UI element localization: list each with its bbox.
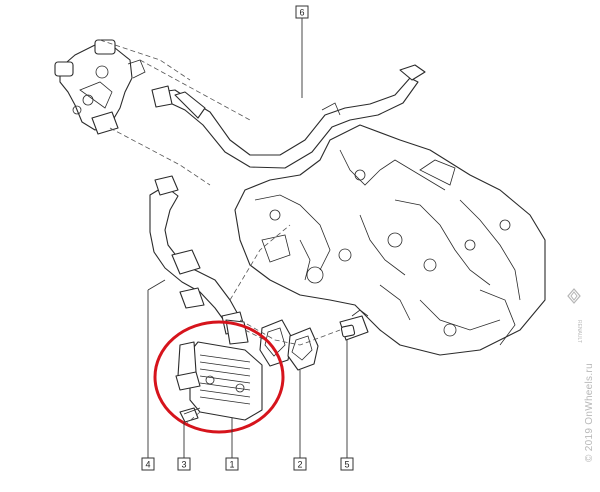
watermark: © 2019 OnWheels.ru [584,363,595,462]
callout-2: 2 [293,457,307,471]
callout-4: 4 [141,457,155,471]
callout-3: 3 [177,457,191,471]
thermostat-housing [54,39,146,135]
callout-1: 1 [225,457,239,471]
lower-hose [149,175,246,335]
oil-pressure-sensor [339,309,369,341]
upper-hose [151,64,426,169]
svg-text:3: 3 [181,460,186,470]
svg-text:4: 4 [145,460,150,470]
bolt [179,407,201,423]
highlight-circle [153,320,285,434]
callout-5: 5 [340,457,354,471]
brand-text: RENAULT [576,320,582,343]
leader-lines [147,18,348,458]
assembly-guides [99,39,341,426]
gasket-set [259,319,319,371]
engine-block [234,124,546,356]
svg-text:5: 5 [344,460,349,470]
oil-cooler [175,319,263,421]
svg-text:6: 6 [299,8,304,18]
renault-logo-icon [567,288,581,304]
svg-text:2: 2 [297,460,302,470]
svg-text:1: 1 [229,460,234,470]
callout-6: 6 [295,5,309,19]
